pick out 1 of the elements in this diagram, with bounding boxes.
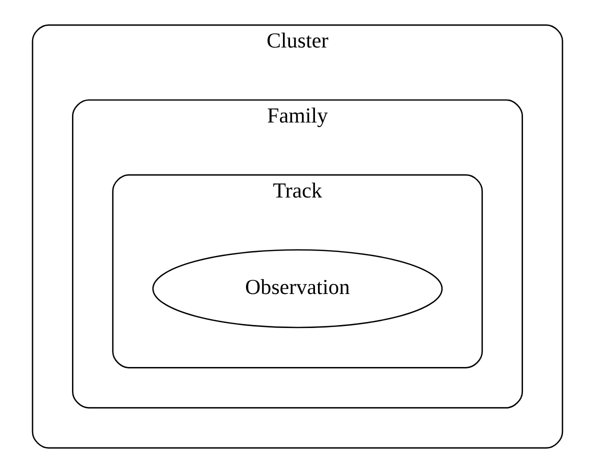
node-ellipse: Observation (152, 248, 443, 328)
